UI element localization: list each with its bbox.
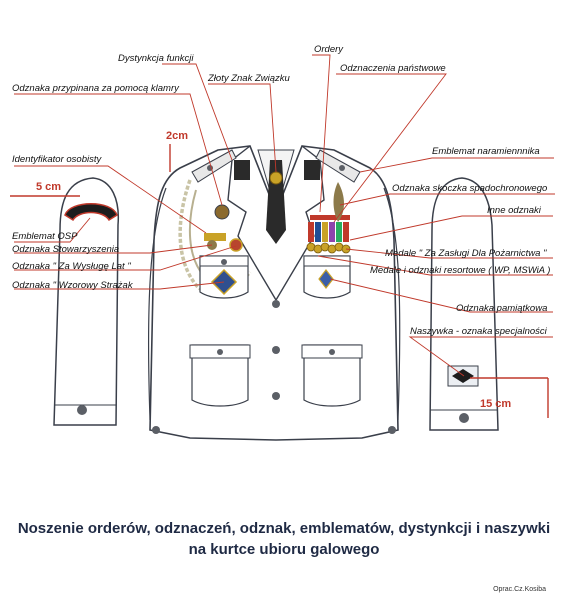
right-lower-pocket-button xyxy=(329,349,335,355)
title-line-1: Noszenie orderów, odznaczeń, odznak, emb… xyxy=(17,520,551,537)
orders-ribbon-bar xyxy=(310,215,350,220)
leader-lines xyxy=(14,54,555,377)
label-odznaczenia: Odznaczenia państwowe xyxy=(340,63,446,74)
service-years-badge-icon xyxy=(229,238,243,252)
label-pamiatkowa: Odznaka pamiątkowa xyxy=(456,303,548,314)
osp-emblem-icon xyxy=(64,203,118,222)
right-lower-pocket xyxy=(303,344,361,407)
measure-15cm: 15 cm xyxy=(480,398,512,410)
credit: Oprac.Cz.Kosiba xyxy=(493,586,546,593)
label-odznaka-klamra: Odznaka przypinana za pomocą klamry xyxy=(12,83,179,94)
label-identyfikator: Identyfikator osobisty xyxy=(12,154,102,165)
medal-ribbons xyxy=(308,222,349,242)
left-lower-pocket-button xyxy=(217,349,223,355)
front-buttons xyxy=(272,300,280,400)
right-hem-button xyxy=(388,426,396,434)
label-zloty-znak: Złoty Znak Związku xyxy=(208,73,290,84)
label-medale-resortowe: Medale i odznaki resortowe ( WP, MSWiA ) xyxy=(370,265,551,276)
right-collar-badge xyxy=(304,160,320,180)
golden-union-badge-icon xyxy=(269,171,283,185)
right-sleeve xyxy=(429,177,499,431)
label-wzorowy: Odznaka " Wzorowy Strażak xyxy=(12,280,133,291)
left-sleeve xyxy=(53,177,120,426)
right-epaulette xyxy=(315,149,361,183)
left-lower-pocket xyxy=(191,344,249,407)
right-epaulette-button xyxy=(339,165,345,171)
right-arm-line xyxy=(383,187,401,421)
label-stowarzyszenie: Odznaka Stowarzyszenia xyxy=(12,244,120,255)
right-sleeve-button xyxy=(459,413,469,423)
left-arm-line xyxy=(147,187,167,421)
right-pocket-flap xyxy=(303,255,351,267)
label-naszywka: Naszywka - oznaka specjalności xyxy=(410,326,547,337)
left-pocket-button xyxy=(221,259,227,265)
label-wysluga: Odznaka " Za Wysługę Lat " xyxy=(12,261,131,272)
commemorative-badge-icon xyxy=(318,269,334,289)
specialty-patch-icon xyxy=(452,369,474,383)
measure-5cm: 5 cm xyxy=(36,181,62,193)
label-emblemat-naramiennika: Emblemat naramiennnika xyxy=(432,146,540,157)
label-skoczek: Odznaka skoczka spadochronowego xyxy=(392,183,548,194)
label-dystynkcja-funkcji: Dystynkcja funkcji xyxy=(118,53,194,64)
label-medale-zaslugi: Medale " Za Zasługi Dla Pożarnictwa " xyxy=(385,248,547,259)
left-hem-button xyxy=(152,426,160,434)
title-line-2: na kurtce ubioru galowego xyxy=(188,541,380,558)
label-ordery: Ordery xyxy=(314,44,344,55)
label-inne-odznaki: Inne odznaki xyxy=(487,205,541,216)
measurement-lines xyxy=(10,144,549,418)
left-sleeve-button xyxy=(77,405,87,415)
clip-badge-icon xyxy=(214,204,230,220)
label-emblemat-osp: Emblemat OSP xyxy=(12,231,78,242)
measure-2cm: 2cm xyxy=(166,130,189,142)
id-plate xyxy=(204,233,226,241)
left-epaulette xyxy=(191,149,237,183)
left-collar-badge xyxy=(234,160,250,180)
